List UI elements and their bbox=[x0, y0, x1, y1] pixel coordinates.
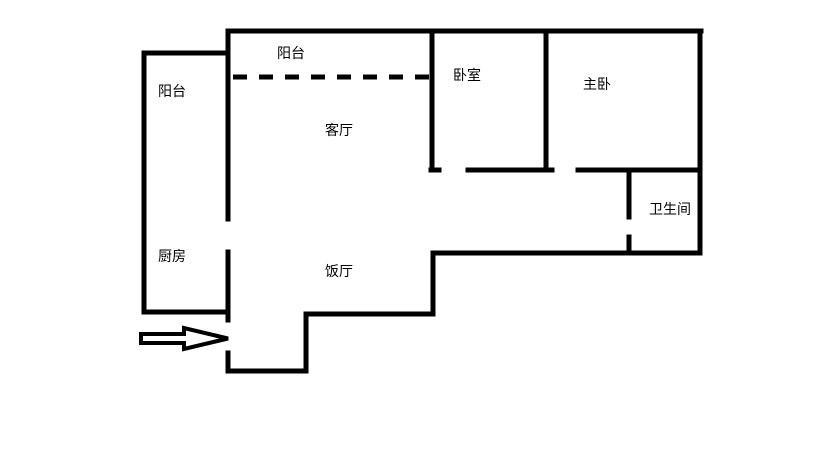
label-living-room: 客厅 bbox=[325, 123, 353, 139]
label-balcony-left: 阳台 bbox=[158, 84, 186, 100]
label-balcony-top: 阳台 bbox=[277, 46, 305, 62]
label-bedroom: 卧室 bbox=[453, 68, 481, 84]
label-bathroom: 卫生间 bbox=[649, 202, 691, 218]
walls bbox=[141, 28, 704, 374]
entrance-arrow-icon bbox=[139, 325, 229, 352]
label-kitchen: 厨房 bbox=[158, 249, 186, 265]
label-master-bedroom: 主卧 bbox=[583, 77, 611, 93]
label-dining-room: 饭厅 bbox=[325, 264, 353, 280]
